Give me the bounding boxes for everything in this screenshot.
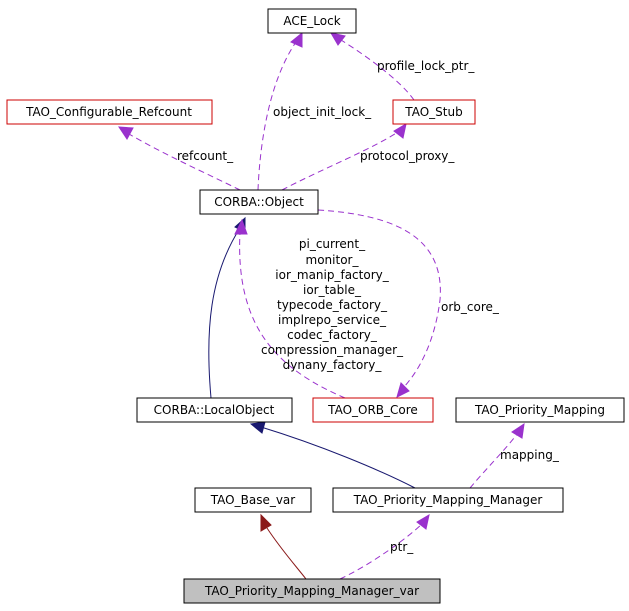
edge-managervar-to-manager	[339, 513, 430, 580]
node-label: CORBA::Object	[214, 195, 304, 209]
edge-manager-to-localobject	[249, 421, 416, 489]
label-orb-member: pi_current_	[299, 237, 366, 251]
node-tao-stub[interactable]: TAO_Stub	[392, 99, 476, 125]
node-label: TAO_Base_var	[210, 493, 296, 507]
node-label: TAO_Stub	[404, 105, 462, 119]
label-orb-member: monitor_	[306, 253, 360, 267]
node-label: TAO_Priority_Mapping_Manager_var	[204, 584, 419, 598]
label-ptr: ptr_	[390, 540, 414, 554]
label-orb-member: codec_factory_	[287, 328, 378, 342]
edge-object-to-refcount	[118, 126, 241, 191]
node-tao-orb-core[interactable]: TAO_ORB_Core	[312, 397, 434, 423]
label-orb-member: ior_manip_factory_	[275, 268, 389, 282]
node-tao-configurable-refcount[interactable]: TAO_Configurable_Refcount	[6, 99, 213, 125]
label-orb-member: implrepo_service_	[278, 313, 387, 327]
edge-managervar-to-basevar	[260, 513, 307, 580]
label-object-init-lock: object_init_lock_	[273, 105, 372, 119]
label-profile-lock-ptr: profile_lock_ptr_	[377, 59, 475, 73]
label-orb-member: typecode_factory_	[277, 298, 388, 312]
edge-localobject-to-object	[208, 216, 246, 399]
label-mapping: mapping_	[500, 448, 560, 462]
edge-object-to-stub	[281, 122, 407, 191]
label-orb-member: ior_table_	[303, 283, 362, 297]
label-orb-member: dynany_factory_	[283, 358, 383, 372]
node-label: CORBA::LocalObject	[154, 403, 275, 417]
label-protocol-proxy: protocol_proxy_	[360, 149, 455, 163]
node-tao-priority-mapping-manager-var[interactable]: TAO_Priority_Mapping_Manager_var	[183, 578, 441, 604]
node-ace-lock[interactable]: ACE_Lock	[267, 8, 357, 34]
node-label: ACE_Lock	[283, 14, 340, 28]
label-refcount: refcount_	[177, 149, 234, 163]
edge-orbcore-to-object	[234, 218, 346, 399]
node-label: TAO_Priority_Mapping	[474, 403, 605, 417]
edge-stub-to-ace-lock	[329, 32, 415, 101]
node-label: TAO_Configurable_Refcount	[25, 105, 192, 119]
label-orb-member: compression_manager_	[261, 343, 404, 357]
node-label: TAO_ORB_Core	[327, 403, 418, 417]
node-label: TAO_Priority_Mapping_Manager	[353, 493, 543, 507]
label-orb-core: orb_core_	[441, 300, 500, 314]
node-corba-object[interactable]: CORBA::Object	[199, 189, 319, 215]
edge-object-to-orbcore	[317, 209, 441, 398]
label-orb-members: pi_current_ monitor_ ior_manip_factory_ …	[261, 237, 404, 372]
node-tao-base-var[interactable]: TAO_Base_var	[194, 487, 312, 513]
edge-manager-to-mapping	[469, 422, 525, 489]
edge-object-to-ace-lock	[257, 31, 303, 191]
node-corba-localobject[interactable]: CORBA::LocalObject	[136, 397, 293, 423]
node-tao-priority-mapping[interactable]: TAO_Priority_Mapping	[455, 397, 625, 423]
node-tao-priority-mapping-manager[interactable]: TAO_Priority_Mapping_Manager	[332, 487, 564, 513]
